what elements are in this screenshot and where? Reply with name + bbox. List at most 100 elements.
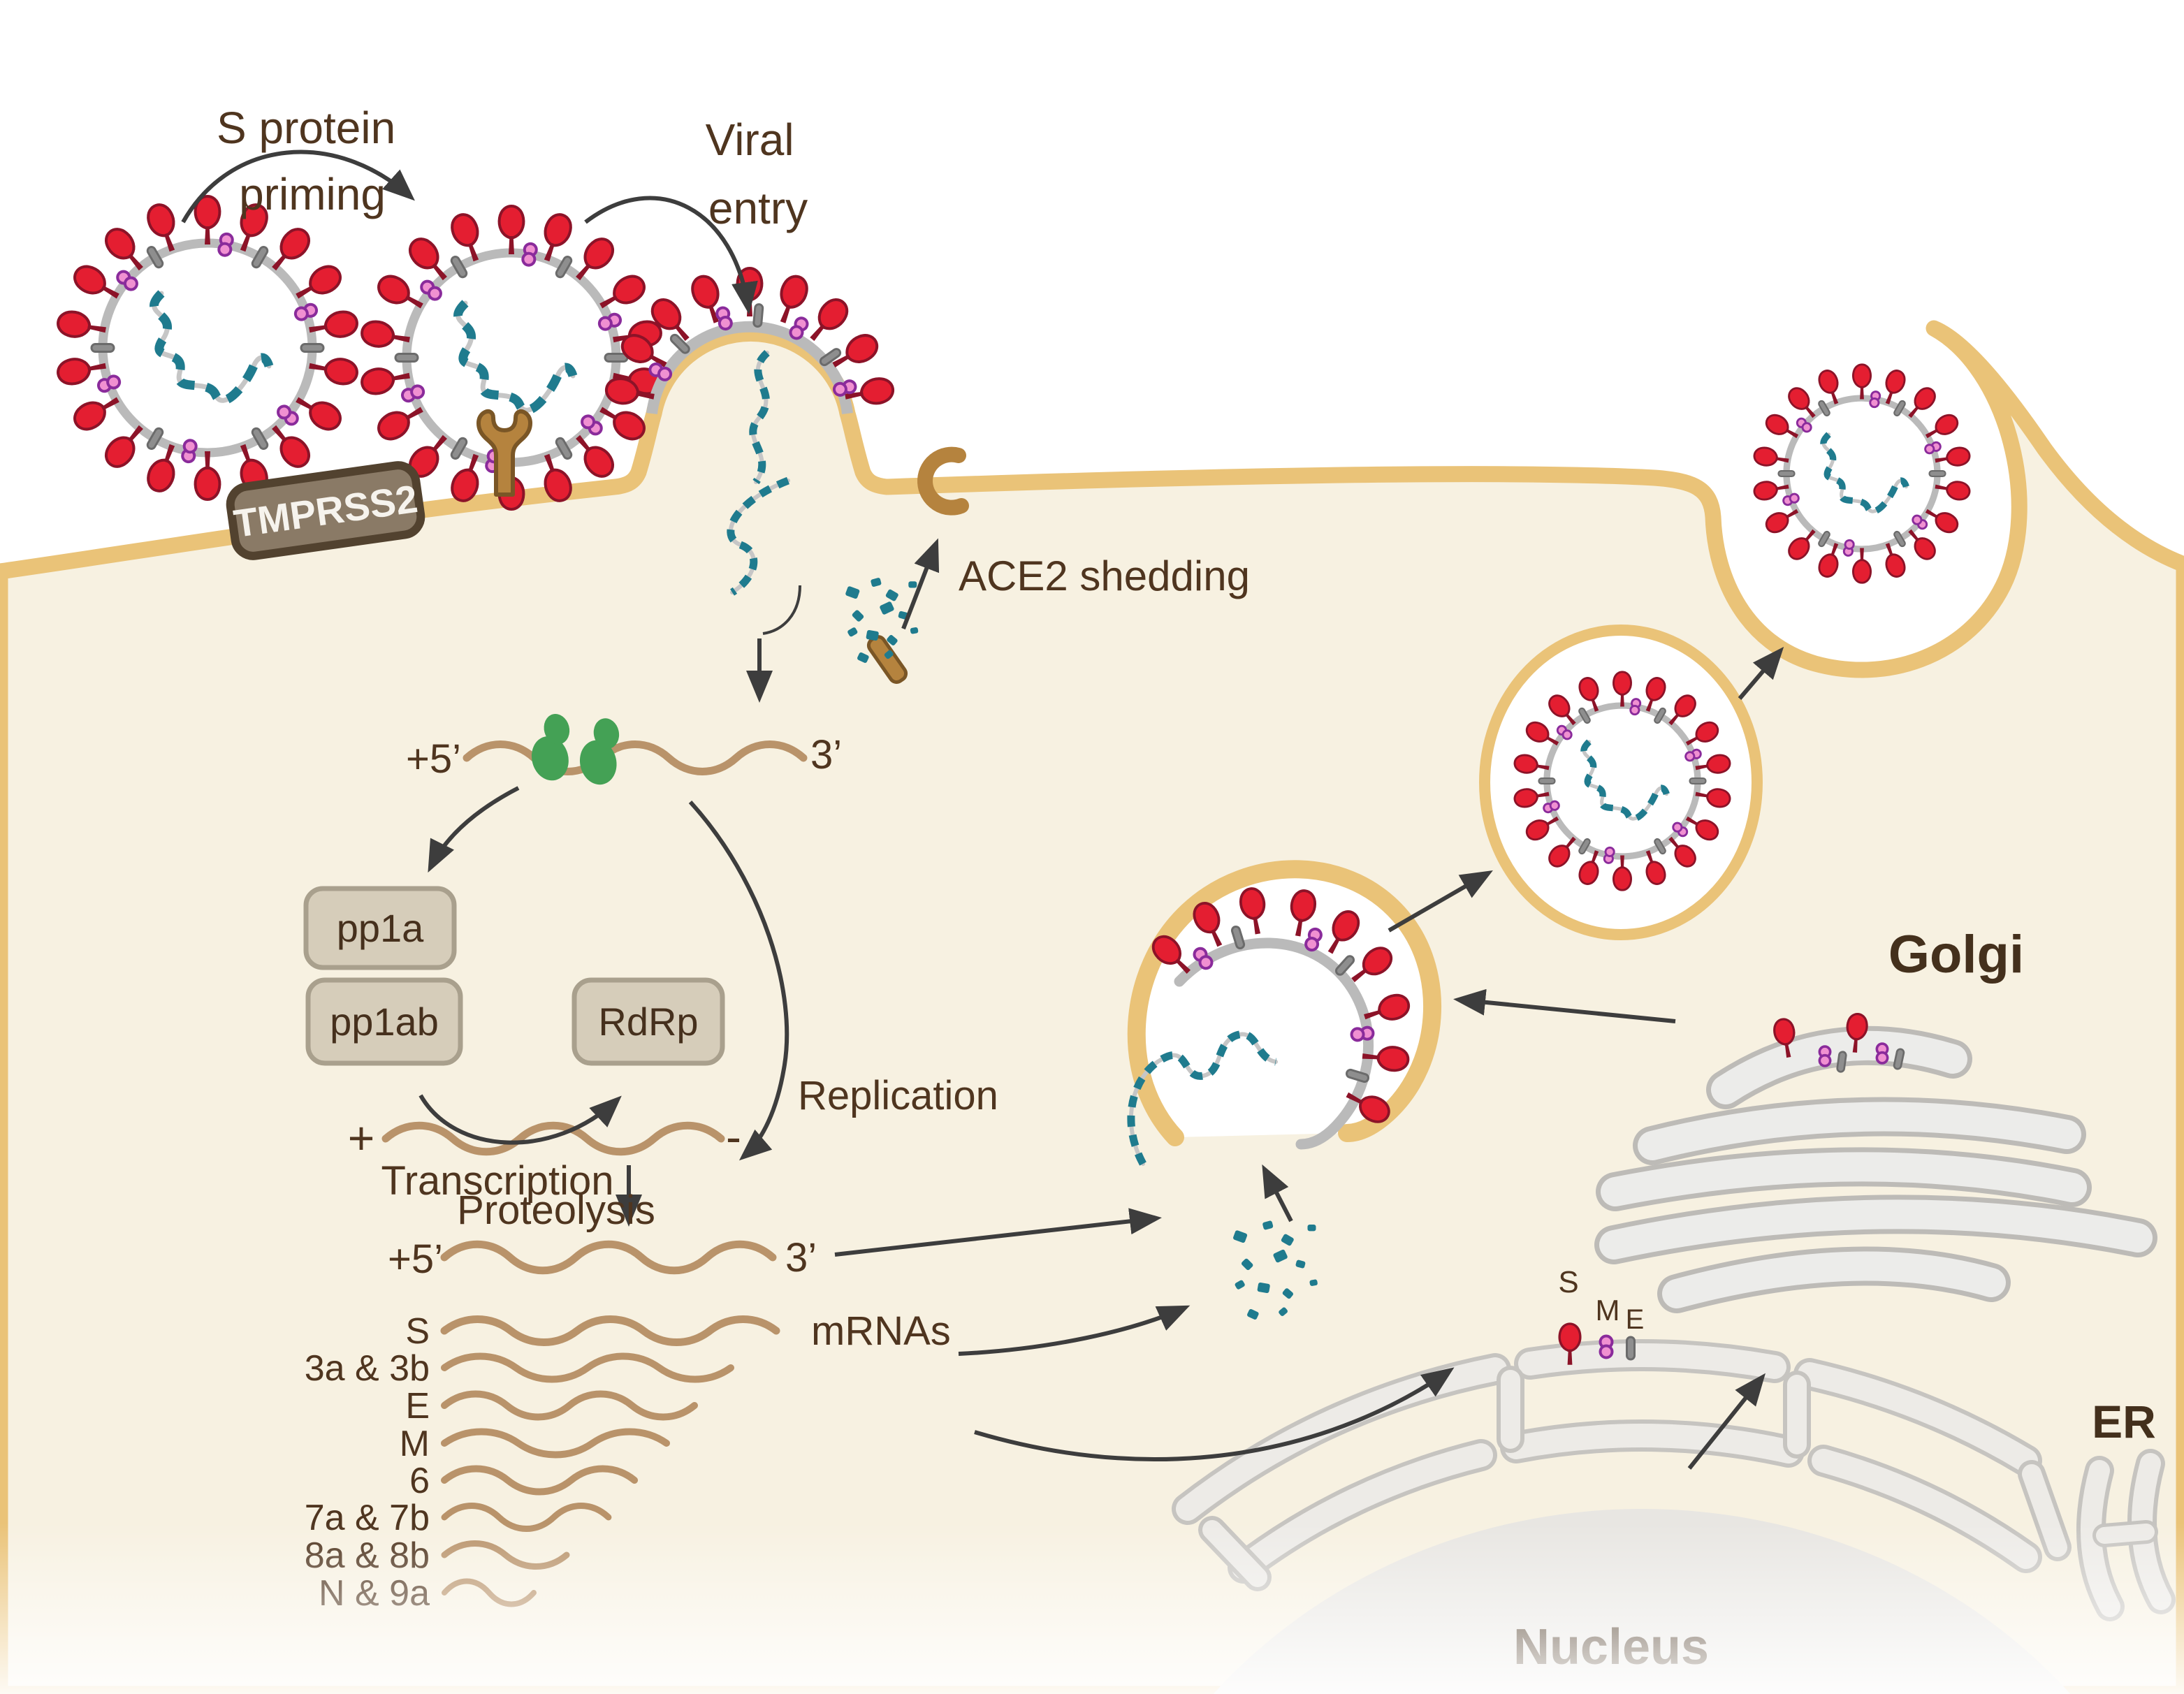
mrna-row-label: E [405,1386,430,1426]
arrow-ace2-shedding [901,538,940,630]
replication-intermediate-line [381,1121,725,1156]
proteolysis-label: Proteolysis [457,1188,655,1233]
mrna-row: S [405,1311,780,1352]
s-priming-line2: priming [239,169,386,219]
ribosome [531,714,570,781]
arrow-replication [688,800,789,1161]
ribosome [579,718,620,785]
n-protein-dot [847,627,858,637]
mrna-squiggle [441,1428,670,1459]
replication-label: Replication [798,1073,998,1118]
viral-entry-line2: entry [708,183,808,233]
subgenomic-rna-line [440,1240,777,1275]
n-protein-dot [857,652,869,663]
rna-lines [381,740,808,1275]
n-protein-dot [1279,1307,1288,1316]
arrow-genome-to-pp1a [428,786,520,873]
n-protein-dot [1235,1280,1245,1290]
virion-in-vesicle [1479,625,1763,940]
pp1ab-box [305,977,463,1066]
sub-3-label: 3’ [785,1235,817,1280]
arrow-s-priming [181,149,415,224]
mrna-squiggle [441,1465,639,1496]
viral-entry-line1: Viral [706,115,794,165]
ribosomes [531,714,620,785]
arrow-mrna-to-n [958,1305,1191,1356]
pp1a-label: pp1a [337,906,424,950]
n-protein-dot [1282,1288,1293,1299]
n-protein-dot [1273,1249,1288,1263]
er-label: ER [2092,1396,2156,1447]
arrows [181,149,1784,1470]
n-protein-dot [884,650,894,659]
mrna-squiggle [441,1352,734,1383]
n-protein-dot [845,586,860,599]
n-protein-dot [1281,1234,1294,1246]
mrna-row: E [405,1386,698,1426]
pp1ab-label: pp1ab [330,1000,439,1044]
rna-release-elbow [762,585,801,635]
arrow-viral-entry [584,196,758,314]
viral-entry-label: Viral entry [706,115,808,233]
pp1a-box [303,886,457,970]
process-boxes [303,886,725,1066]
genomic-5-label: +5’ [406,736,461,782]
virion-extracellular-1 [56,196,358,499]
n-protein-dot [1257,1282,1270,1294]
er-s-label: S [1558,1265,1578,1299]
m-protein-icon [787,314,811,342]
bottom-fade [0,1523,2184,1694]
mrna-row-label: S [405,1311,430,1352]
n-protein-dot [910,627,919,634]
golgi-cisterna [1594,1025,2157,1313]
genomic-rna-line [463,740,808,775]
mrna-row: 3a & 3b [305,1348,734,1389]
n-protein-cluster-assembly [1233,1220,1318,1320]
arrow-crescent-to-vesicle [1388,870,1493,933]
arrow-proteolysis [418,1094,622,1145]
n-protein-dot [880,601,894,615]
arrow-vesicle-to-exit [1738,646,1784,700]
m-protein-icon [1349,1025,1376,1043]
n-protein-cluster-entry [845,578,919,663]
er-m-label: M [1596,1294,1620,1327]
mrna-row-label: 6 [409,1461,430,1501]
mrna-row-label: 3a & 3b [305,1348,430,1389]
s-priming-line1: S protein [217,103,395,153]
mrna-squiggle [441,1390,698,1421]
mrna-row: 6 [409,1461,639,1501]
tmprss2-badge: TMPRSS2 [226,461,425,560]
mrnas-label: mRNAs [811,1308,951,1354]
labels: S protein priming Viral entry ACE2 shedd… [217,103,2156,1675]
mrna-row-label: M [400,1424,430,1464]
genomic-3-label: 3’ [810,732,842,777]
ace2-receptor [476,409,532,497]
transcription-label: Transcription [381,1158,613,1204]
n-protein-dot [1309,1279,1318,1286]
n-protein-dot [871,578,882,587]
n-protein-dot [1247,1308,1259,1320]
arrow-n-to-crescent [1262,1164,1293,1222]
sub-5-label: +5’ [388,1236,443,1282]
n-protein-dot [866,629,879,641]
plus-strand-label: + [348,1112,375,1164]
mrna-row: M [400,1424,670,1464]
ace2-ectodomain [917,446,969,516]
arrow-golgi-to-crescent [1453,988,1676,1023]
n-protein-dot [852,610,864,622]
arrow-mrna-to-er [974,1367,1455,1462]
n-protein-dot [1307,1225,1316,1232]
n-protein-dot [885,589,898,601]
crescent-envelope [1174,937,1374,1150]
budding-crescent [1127,860,1442,1166]
er-e-label: E [1626,1304,1645,1335]
spike-protein-icon [801,293,854,349]
e-protein-icon [752,302,764,328]
golgi-group [1594,1012,2157,1313]
ace2-shedding-label: ACE2 shedding [959,553,1250,599]
n-protein-dot [1241,1258,1253,1271]
s-priming-label: S protein priming [217,103,408,219]
n-protein-dot [1262,1220,1274,1230]
arrow-er-to-golgi [1687,1373,1766,1470]
